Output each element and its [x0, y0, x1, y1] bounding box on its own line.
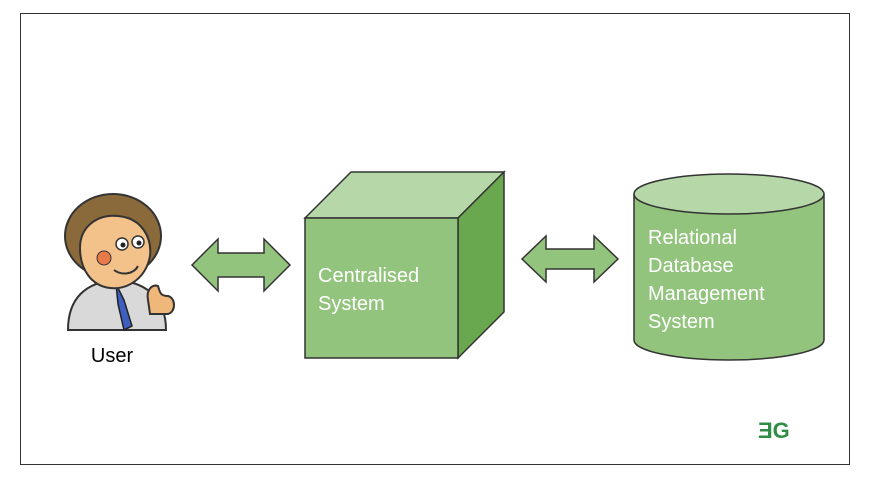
database-label-line: Relational: [648, 227, 737, 249]
system-label-line: Centralised: [318, 265, 419, 287]
database-label-line: System: [648, 311, 715, 333]
database-label: Relational Database Management System: [648, 227, 770, 333]
bidirectional-arrow-right: [520, 234, 620, 284]
centralised-system-cube: [303, 170, 506, 360]
relational-database-cylinder: [633, 173, 825, 361]
geeksforgeeks-logo: ƎG: [758, 418, 790, 443]
user-label: User: [91, 345, 134, 367]
database-label-line: Management: [648, 283, 765, 305]
system-label-line: System: [318, 293, 385, 315]
system-label: Centralised System: [318, 265, 425, 315]
database-label-line: Database: [648, 255, 734, 277]
user-avatar-icon: [64, 193, 175, 332]
bidirectional-arrow-left: [190, 237, 292, 293]
